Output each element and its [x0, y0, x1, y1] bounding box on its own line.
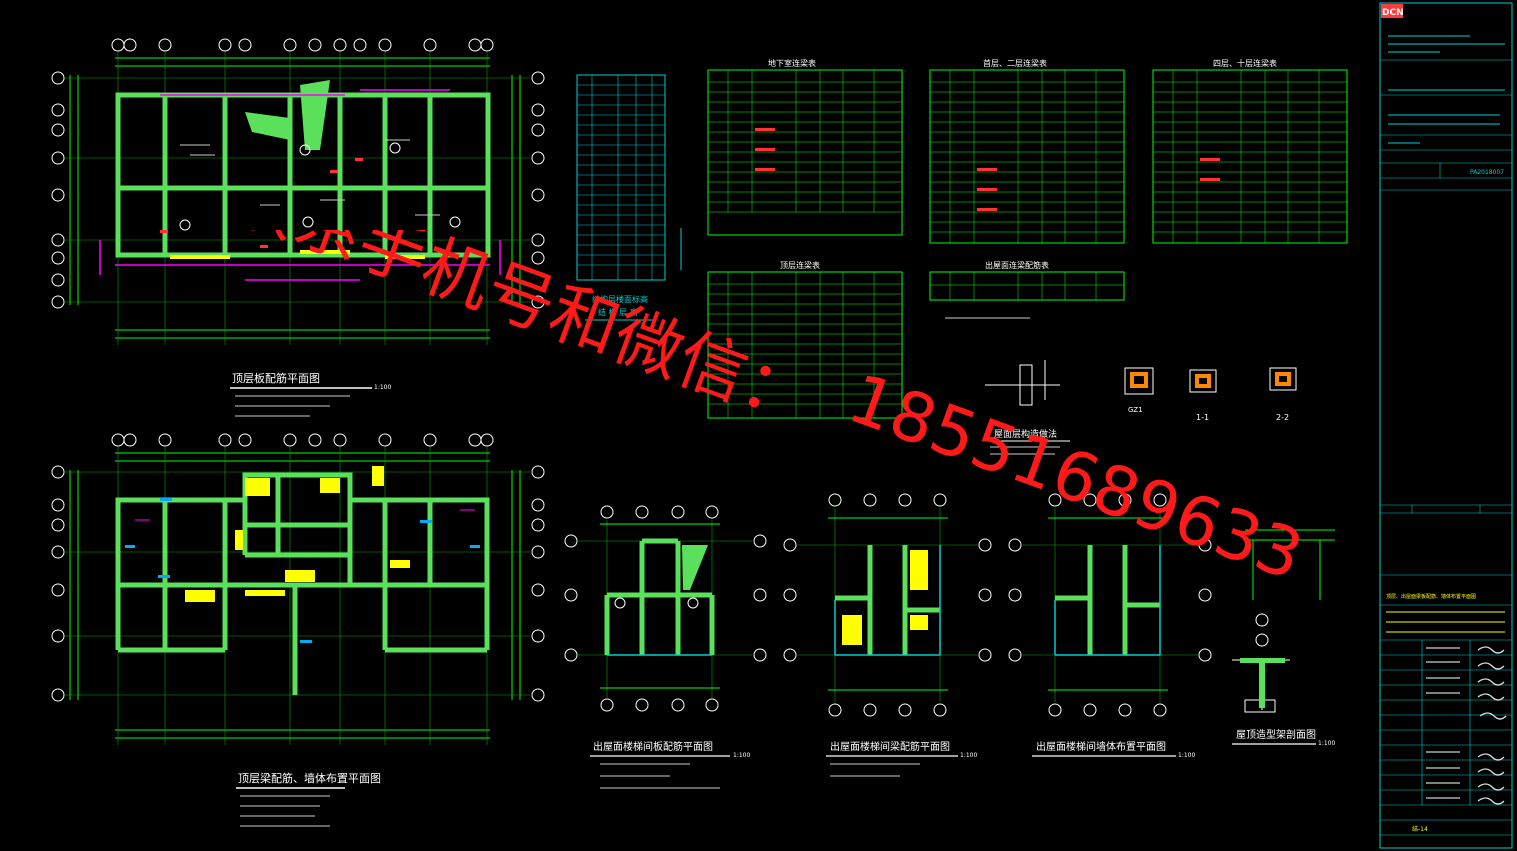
stair-beam-plan-scale: 1:100	[960, 752, 977, 759]
section-detail-title: 屋面层构造做法	[994, 428, 1057, 440]
beam-table-2-title: 首层、二层连梁表	[983, 58, 1047, 68]
beam-table-3-title: 四层、十层连梁表	[1213, 58, 1277, 68]
level-table: 结构层楼面标高 结 构 层 高	[576, 74, 682, 321]
drawing-title: 顶层、出屋面梁板配筋、墙体布置平面图	[1386, 593, 1476, 600]
beam-table-2: 首层、二层连梁表	[929, 58, 1125, 244]
title-block: DCN PA2018007	[1379, 2, 1513, 849]
roof-slab-plan-scale: 1:100	[374, 384, 391, 391]
parapet-section-title: 屋顶造型架剖面图	[1236, 728, 1316, 741]
level-table-subtitle: 结 构 层 高	[598, 307, 638, 317]
roof-beam-plan-title: 顶层梁配筋、墙体布置平面图	[238, 771, 381, 785]
detail-label-2-2: 2-2	[1276, 413, 1289, 422]
level-table-title: 结构层楼面标高	[592, 294, 648, 304]
beam-table-1-title: 地下室连梁表	[768, 58, 816, 68]
stair-slab-plan-title: 出屋面楼梯间板配筋平面图	[593, 740, 713, 753]
beam-table-3: 四层、十层连梁表	[1152, 58, 1348, 244]
parapet-section: 屋顶造型架剖面图 1:100	[1232, 529, 1335, 747]
axis-bubbles-top-1	[111, 38, 494, 52]
beam-table-5-title: 出屋面连梁配筋表	[985, 260, 1049, 270]
detail-label-1-1: 1-1	[1196, 413, 1209, 422]
beam-table-1: 地下室连梁表	[707, 58, 903, 236]
roof-beam-plan: 顶层梁配筋、墙体布置平面图	[51, 433, 545, 827]
roof-slab-plan: 顶层板配筋平面图 1:100	[51, 38, 545, 417]
parapet-section-scale: 1:100	[1318, 740, 1335, 747]
roof-slab-plan-title: 顶层板配筋平面图	[232, 371, 320, 385]
section-details: GZ1 1-1 2-2 屋面层构造做法	[985, 360, 1297, 455]
stair-wall-plan-title: 出屋面楼梯间墙体布置平面图	[1036, 740, 1166, 753]
beam-table-5: 出屋面连梁配筋表	[929, 260, 1125, 319]
stair-beam-plan-title: 出屋面楼梯间梁配筋平面图	[830, 740, 950, 753]
stair-wall-plan-scale: 1:100	[1178, 752, 1195, 759]
project-number: PA2018007	[1470, 169, 1504, 176]
stair-beam-plan: 出屋面楼梯间梁配筋平面图 1:100	[783, 493, 992, 777]
axis-bubbles-left-2	[51, 465, 545, 702]
stair-wall-plan: 出屋面楼梯间墙体布置平面图 1:100	[1008, 493, 1212, 759]
beam-table-4-title: 顶层连梁表	[780, 260, 820, 270]
stair-slab-plan: 出屋面楼梯间板配筋平面图 1:100	[564, 505, 767, 789]
company-logo: DCN	[1382, 8, 1404, 18]
axis-bubbles-top-2	[111, 433, 494, 447]
stair-slab-plan-scale: 1:100	[733, 752, 750, 759]
beam-table-4: 顶层连梁表	[707, 260, 903, 419]
drawing-number: 结-14	[1412, 825, 1428, 833]
detail-label-gz1: GZ1	[1128, 406, 1143, 414]
